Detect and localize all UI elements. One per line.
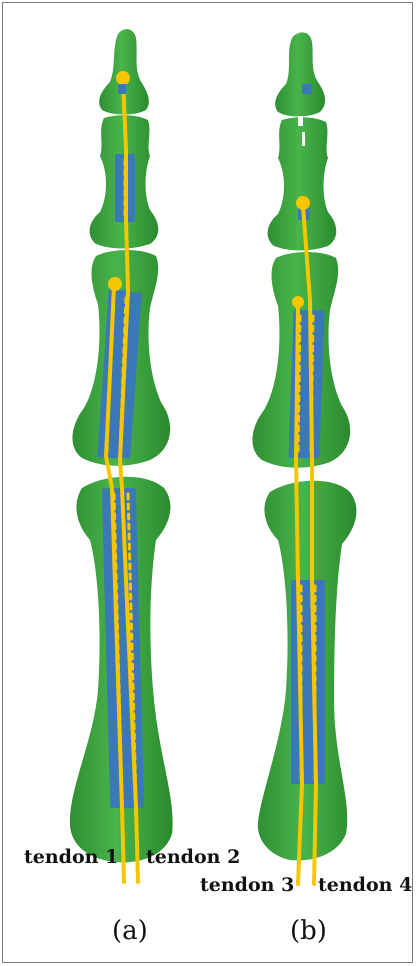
distal-phalanx-b <box>275 32 325 116</box>
insertion-point-a2 <box>108 277 122 291</box>
anchor-a <box>118 84 126 94</box>
tendon-3-label: tendon 3 <box>200 874 294 896</box>
tendon-4-label: tendon 4 <box>318 874 412 896</box>
panel-a-caption: (a) <box>112 916 148 946</box>
panel-b-caption: (b) <box>290 916 327 946</box>
tendon-1-label: tendon 1 <box>24 846 118 868</box>
insertion-point-b1 <box>296 196 310 210</box>
anchor-b1 <box>302 84 312 94</box>
middle-phalanx-b <box>268 117 337 250</box>
insertion-point-a1 <box>116 71 130 85</box>
tendon-2-label: tendon 2 <box>146 846 240 868</box>
insertion-point-b2 <box>292 296 304 308</box>
